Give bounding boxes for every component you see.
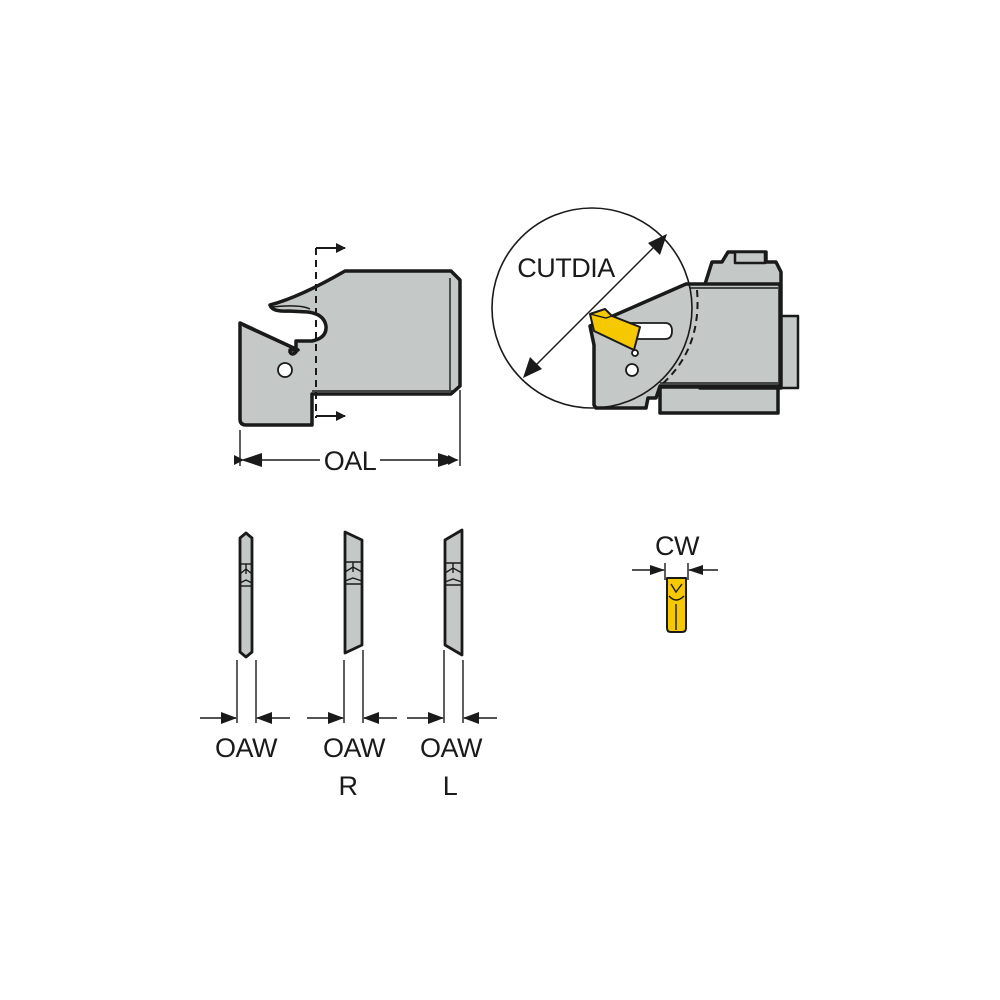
cutting-insert <box>589 308 641 351</box>
oaw-label-neutral: OAW <box>215 733 278 763</box>
cw-label: CW <box>655 531 700 561</box>
oaw-sublabel-right: R <box>339 771 358 801</box>
blade-section-right: OAW R <box>307 530 397 801</box>
oaw-label-right: OAW <box>323 733 386 763</box>
cutdia-label: CUTDIA <box>517 253 615 283</box>
blade-section-left: OAW L <box>407 528 497 801</box>
blade-section-neutral: OAW <box>200 531 290 763</box>
blade-side-view: OAL <box>234 243 462 476</box>
cutting-view: CUTDIA <box>491 207 800 415</box>
blade-body <box>238 269 462 427</box>
mounting-hole <box>277 362 293 378</box>
blade-hole <box>625 363 639 377</box>
oal-label: OAL <box>324 446 377 476</box>
oaw-label-left: OAW <box>420 733 483 763</box>
oaw-sublabel-left: L <box>443 771 458 801</box>
insert-view: CW <box>632 531 718 633</box>
cut-diameter-circle <box>491 207 693 409</box>
